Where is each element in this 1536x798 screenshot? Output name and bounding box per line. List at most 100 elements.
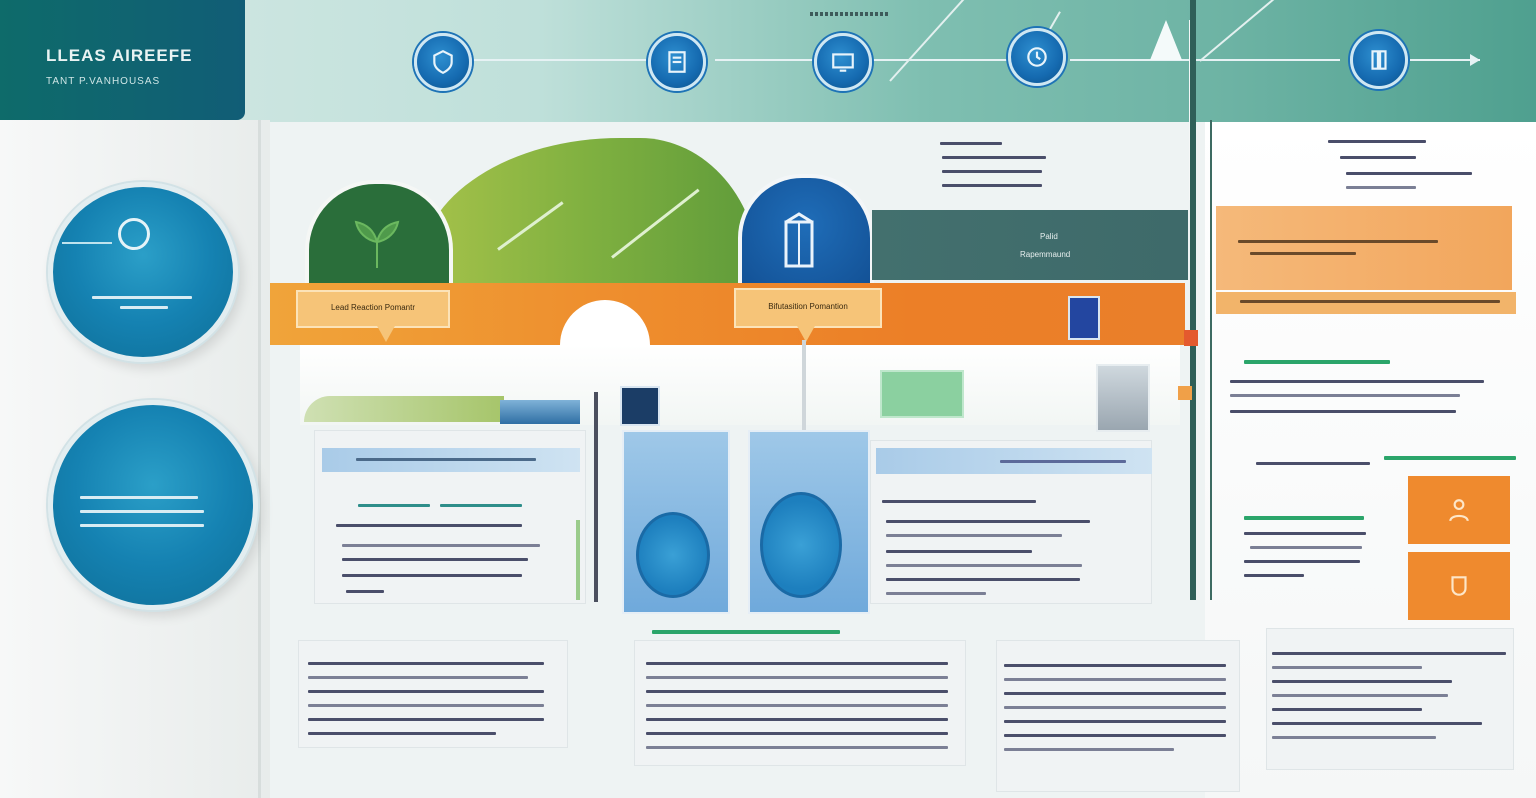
blue-stage-label: Bifutasition Pomantion — [734, 288, 882, 328]
left-circle-text — [80, 496, 198, 499]
timeline-arrow-icon — [1470, 54, 1480, 66]
stage-description-text — [940, 142, 1002, 145]
card-text — [646, 704, 948, 707]
right-text — [1230, 380, 1484, 383]
left-circle-gear[interactable] — [48, 182, 238, 362]
page-title: LLEAS AIREEFE — [46, 46, 193, 65]
card-text — [646, 732, 948, 735]
timeline-node-clock[interactable] — [1008, 28, 1066, 86]
card-text — [1004, 678, 1226, 681]
card-text — [1004, 734, 1226, 737]
vertical-connector — [802, 340, 806, 430]
left-circle-chart[interactable] — [48, 400, 258, 610]
bottom-card-3 — [996, 640, 1240, 792]
timeline-connector — [1410, 59, 1480, 61]
right-text — [1346, 186, 1416, 189]
card-text — [342, 574, 522, 577]
card-text — [308, 704, 544, 707]
oval-icon — [760, 492, 842, 598]
card-text — [308, 662, 544, 665]
left-circle-text — [92, 296, 192, 299]
monitor-icon — [832, 53, 854, 72]
right-text — [1230, 410, 1456, 413]
card-subhead — [358, 504, 430, 507]
page-subtitle: TANT P.VANHOUSAS — [46, 76, 161, 87]
left-circle-text — [80, 524, 204, 527]
teal-banner-subtitle: Rapemmaund — [1020, 250, 1071, 259]
right-divider-light — [1210, 120, 1212, 600]
book-icon — [1371, 50, 1387, 70]
right-section-head — [1384, 456, 1516, 460]
clock-icon — [1027, 47, 1047, 67]
shield-icon — [433, 49, 453, 75]
label-pointer-icon — [376, 324, 396, 342]
gear-icon — [118, 218, 150, 250]
card-text — [342, 558, 528, 561]
left-circle-text — [80, 510, 204, 513]
stage-description-text — [942, 156, 1046, 159]
card-accent-bar — [576, 520, 580, 600]
card-text — [1004, 706, 1226, 709]
right-divider — [1190, 0, 1196, 600]
timeline-connector — [873, 59, 1008, 61]
title-block — [0, 0, 245, 120]
card-text — [308, 690, 544, 693]
card-text — [1272, 694, 1448, 697]
device-icon — [620, 386, 660, 426]
card-text — [308, 718, 544, 721]
teal-banner — [872, 210, 1188, 280]
green-stage-label: Lead Reaction Pomantr — [296, 290, 450, 328]
left-circle-line — [62, 242, 112, 244]
left-circle-text — [120, 306, 168, 309]
card-text — [882, 500, 1036, 503]
document-icon — [668, 51, 686, 73]
card-text — [1272, 708, 1422, 711]
card-text — [646, 718, 948, 721]
red-marker — [1184, 330, 1198, 346]
card-text — [886, 578, 1080, 581]
top-label — [810, 12, 890, 16]
oval-icon — [636, 512, 710, 598]
right-text — [1230, 394, 1460, 397]
card-text — [886, 564, 1082, 567]
panel-device — [500, 400, 580, 424]
stage-description-text — [942, 184, 1042, 187]
green-ground — [304, 396, 504, 422]
right-section-head — [1244, 516, 1364, 520]
red-marker — [1178, 386, 1192, 400]
green-screen-icon — [880, 370, 964, 418]
green-hill-section — [420, 138, 760, 288]
right-text — [1340, 156, 1416, 159]
stage-description-text — [942, 170, 1042, 173]
right-orange-banner — [1216, 206, 1512, 290]
timeline-node-monitor[interactable] — [814, 33, 872, 91]
right-text — [1244, 532, 1366, 535]
bottom-card-4 — [1266, 628, 1514, 770]
card-text — [646, 746, 948, 749]
right-text — [1256, 462, 1370, 465]
top-band — [0, 0, 1536, 122]
card-text — [886, 550, 1032, 553]
orange-square-cup[interactable] — [1408, 552, 1510, 620]
card-text — [1272, 680, 1452, 683]
right-text — [1328, 140, 1426, 143]
card-text — [886, 592, 986, 595]
banner-text — [1250, 252, 1356, 255]
right-text — [1244, 574, 1304, 577]
card-text — [308, 676, 528, 679]
card-text — [646, 662, 948, 665]
card-text — [1004, 692, 1226, 695]
timeline-node-document[interactable] — [648, 33, 706, 91]
card-header-text — [356, 458, 536, 461]
card-text — [1272, 736, 1436, 739]
card-text — [1272, 722, 1482, 725]
card-text — [1272, 652, 1506, 655]
banner-text — [1238, 240, 1438, 243]
right-orange-bar — [1216, 292, 1516, 314]
timeline-node-shield[interactable] — [414, 33, 472, 91]
timeline-node-book[interactable] — [1350, 31, 1408, 89]
left-panel-divider — [258, 120, 261, 798]
monitor-small-icon — [1068, 296, 1100, 340]
orange-square-person[interactable] — [1408, 476, 1510, 544]
teal-banner-title: Palid — [1040, 232, 1058, 241]
